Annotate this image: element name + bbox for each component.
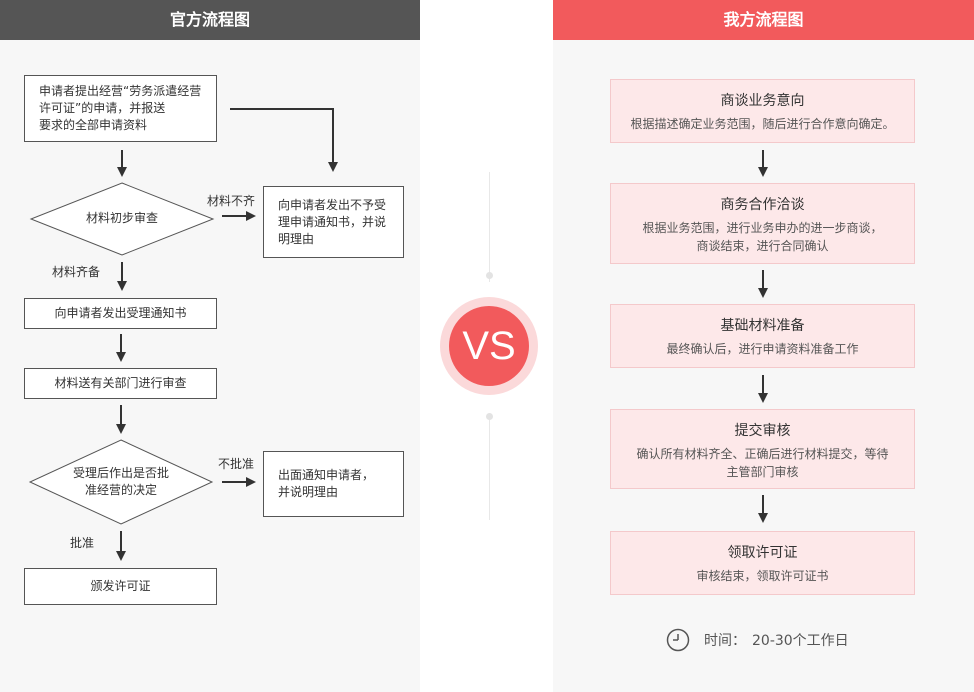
our-step-4: 提交审核 确认所有材料齐全、正确后进行材料提交，等待 主管部门审核 <box>610 409 915 489</box>
divider-dot-top <box>486 272 493 279</box>
step-submit-application-text: 申请者提出经营“劳务派遣经营 许可证”的申请，并报送 要求的全部申请资料 <box>39 84 202 132</box>
step-accept-notice-text: 向申请者发出受理通知书 <box>54 306 187 320</box>
label-approved: 批准 <box>70 536 95 550</box>
decision-diamond-initial <box>29 182 215 256</box>
our-step-2: 商务合作洽谈 根据业务范围，进行业务申办的进一步商谈， 商谈结束，进行合同确认 <box>610 183 915 264</box>
clock-icon <box>666 628 690 652</box>
label-not-approved: 不批准 <box>218 457 255 471</box>
divider-line-top <box>489 172 490 282</box>
our-flowchart-title: 我方流程图 <box>553 0 974 40</box>
divider-dot-bottom <box>486 413 493 420</box>
official-flowchart-title: 官方流程图 <box>0 0 420 40</box>
step-refuse-notice-text: 向申请者发出不予受 理申请通知书，并说 明理由 <box>278 197 387 246</box>
our-step-2-title: 商务合作洽谈 <box>720 197 805 213</box>
our-step-1-desc: 根据描述确定业务范围，随后进行合作意向确定。 <box>630 117 895 131</box>
label-materials-incomplete: 材料不齐 <box>207 194 256 208</box>
time-estimate: 时间： 20-30个工作日 <box>666 627 849 653</box>
arrow-submit-to-refuse <box>230 108 338 172</box>
our-step-4-desc: 确认所有材料齐全、正确后进行材料提交，等待 主管部门审核 <box>636 447 889 479</box>
decision-initial-text: 材料初步审查 <box>85 211 158 225</box>
our-step-3-title: 基础材料准备 <box>720 318 805 334</box>
time-value: 20-30个工作日 <box>752 633 849 649</box>
our-step-2-desc: 根据业务范围，进行业务申办的进一步商谈， 商谈结束，进行合同确认 <box>642 221 883 253</box>
decision-approve-text: 受理后作出是否批 准经营的决定 <box>72 466 169 497</box>
our-step-5: 领取许可证 审核结束，领取许可证书 <box>610 531 915 595</box>
label-materials-complete: 材料齐备 <box>52 265 101 279</box>
step-submit-application: 申请者提出经营“劳务派遣经营 许可证”的申请，并报送 要求的全部申请资料 <box>24 75 217 142</box>
time-label: 时间： <box>704 633 746 649</box>
divider-line-bottom <box>489 420 490 520</box>
step-accept-notice: 向申请者发出受理通知书 <box>24 298 217 329</box>
our-step-5-desc: 审核结束，领取许可证书 <box>696 569 829 583</box>
step-issue-license: 颁发许可证 <box>24 568 217 605</box>
vs-badge: VS <box>440 297 538 395</box>
step-issue-license-text: 颁发许可证 <box>90 579 151 593</box>
step-reject-notice: 出面通知申请者， 并说明理由 <box>263 451 404 517</box>
step-reject-notice-text: 出面通知申请者， 并说明理由 <box>278 468 375 499</box>
our-step-1-title: 商谈业务意向 <box>720 93 805 109</box>
step-refuse-notice: 向申请者发出不予受 理申请通知书，并说 明理由 <box>263 186 404 258</box>
vs-label: VS <box>449 306 529 386</box>
our-step-1: 商谈业务意向 根据描述确定业务范围，随后进行合作意向确定。 <box>610 79 915 143</box>
our-step-4-title: 提交审核 <box>734 423 791 439</box>
our-step-5-title: 领取许可证 <box>727 545 798 561</box>
decision-diamond-approve <box>28 439 214 525</box>
our-step-3-desc: 最终确认后，进行申请资料准备工作 <box>666 342 859 356</box>
our-step-3: 基础材料准备 最终确认后，进行申请资料准备工作 <box>610 304 915 368</box>
step-department-review: 材料送有关部门进行审查 <box>24 368 217 399</box>
step-department-review-text: 材料送有关部门进行审查 <box>54 376 187 390</box>
